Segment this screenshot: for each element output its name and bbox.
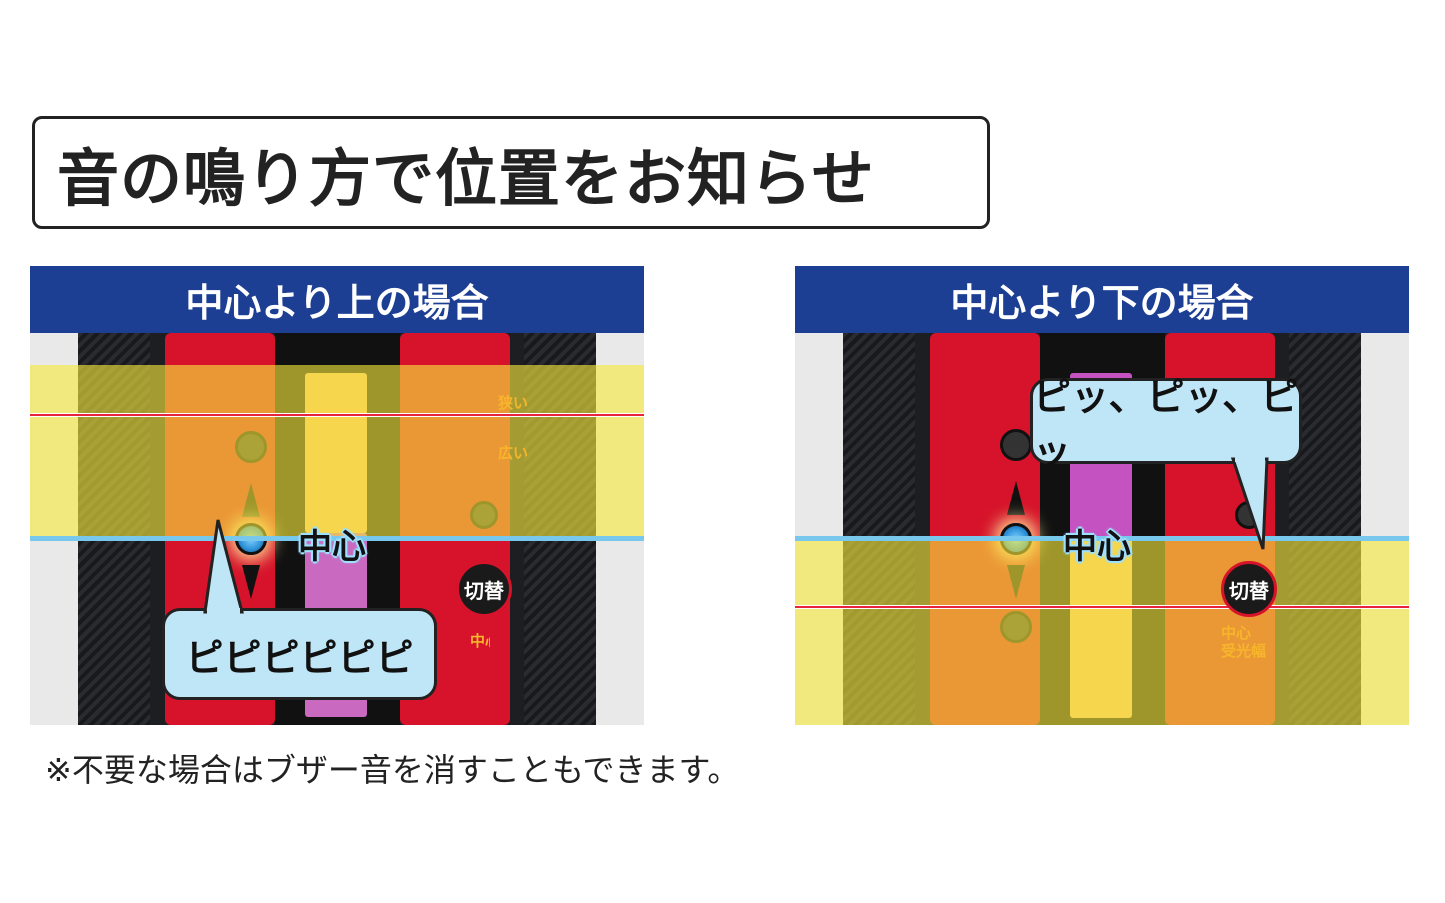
title-box: 音の鳴り方で位置をお知らせ: [32, 116, 990, 229]
switch-button: 切替: [456, 561, 512, 617]
footnote: ※不要な場合はブザー音を消すこともできます。: [45, 751, 740, 789]
sound-bubble: ピッ、ピッ、ピッ: [1030, 375, 1302, 474]
center-line: [795, 536, 1409, 541]
band-edge-line: [795, 605, 1409, 609]
band-edge-line: [30, 413, 644, 417]
laser-band: [795, 538, 1409, 725]
bubble-tail: [1230, 453, 1269, 550]
sound-bubble: ピピピピピピ: [162, 608, 437, 700]
panel-below-center: 中心より下の場合 切替 中心 受光幅 中心 ピッ、ピッ、ピッ: [795, 266, 1409, 725]
switch-button: 切替: [1221, 561, 1277, 617]
up-arrow-icon: [1007, 481, 1025, 515]
laser-band: [30, 365, 644, 538]
center-line: [30, 536, 644, 541]
upper-led: [1000, 429, 1032, 461]
range-label-2: 受光幅: [1221, 642, 1267, 660]
center-label: 中心: [298, 527, 366, 567]
range-label-1: 中心: [1221, 624, 1252, 642]
center-label: 中心: [1063, 527, 1131, 567]
wide-label: 広い: [498, 444, 529, 462]
down-arrow-icon: [242, 565, 260, 599]
narrow-label: 狭い: [498, 394, 529, 412]
bubble-tail: [203, 519, 244, 618]
page-title: 音の鳴り方で位置をお知らせ: [57, 141, 875, 215]
panel-header: 中心より下の場合: [795, 266, 1409, 333]
panel-header: 中心より上の場合: [30, 266, 644, 333]
